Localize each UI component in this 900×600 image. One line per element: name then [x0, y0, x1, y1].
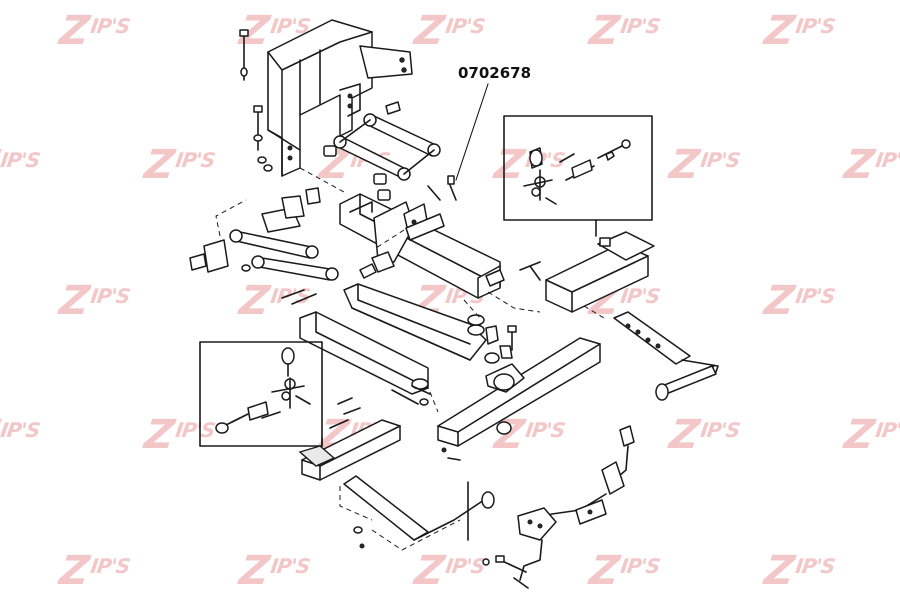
receiver-right: [519, 231, 655, 313]
crank-handle-left: [343, 475, 495, 549]
part-number-label: 0702678: [458, 64, 532, 82]
frame-fasteners: [239, 29, 401, 172]
lift-arm: [343, 263, 517, 364]
alignment-lines: [215, 167, 605, 551]
receiver-left: [298, 397, 401, 481]
cross-tube: [437, 337, 601, 461]
mounting-frame: [267, 19, 413, 177]
left-beam: [281, 289, 431, 406]
lower-link-arm: [189, 187, 339, 281]
callout-leader: [455, 83, 489, 181]
crank-handle-right: [613, 311, 719, 401]
main-tube: [339, 175, 501, 299]
detail-inset-upper: [503, 115, 653, 237]
detail-inset-lower: [199, 341, 323, 447]
upper-link-arm: [323, 113, 441, 201]
safety-chain: [482, 425, 635, 589]
